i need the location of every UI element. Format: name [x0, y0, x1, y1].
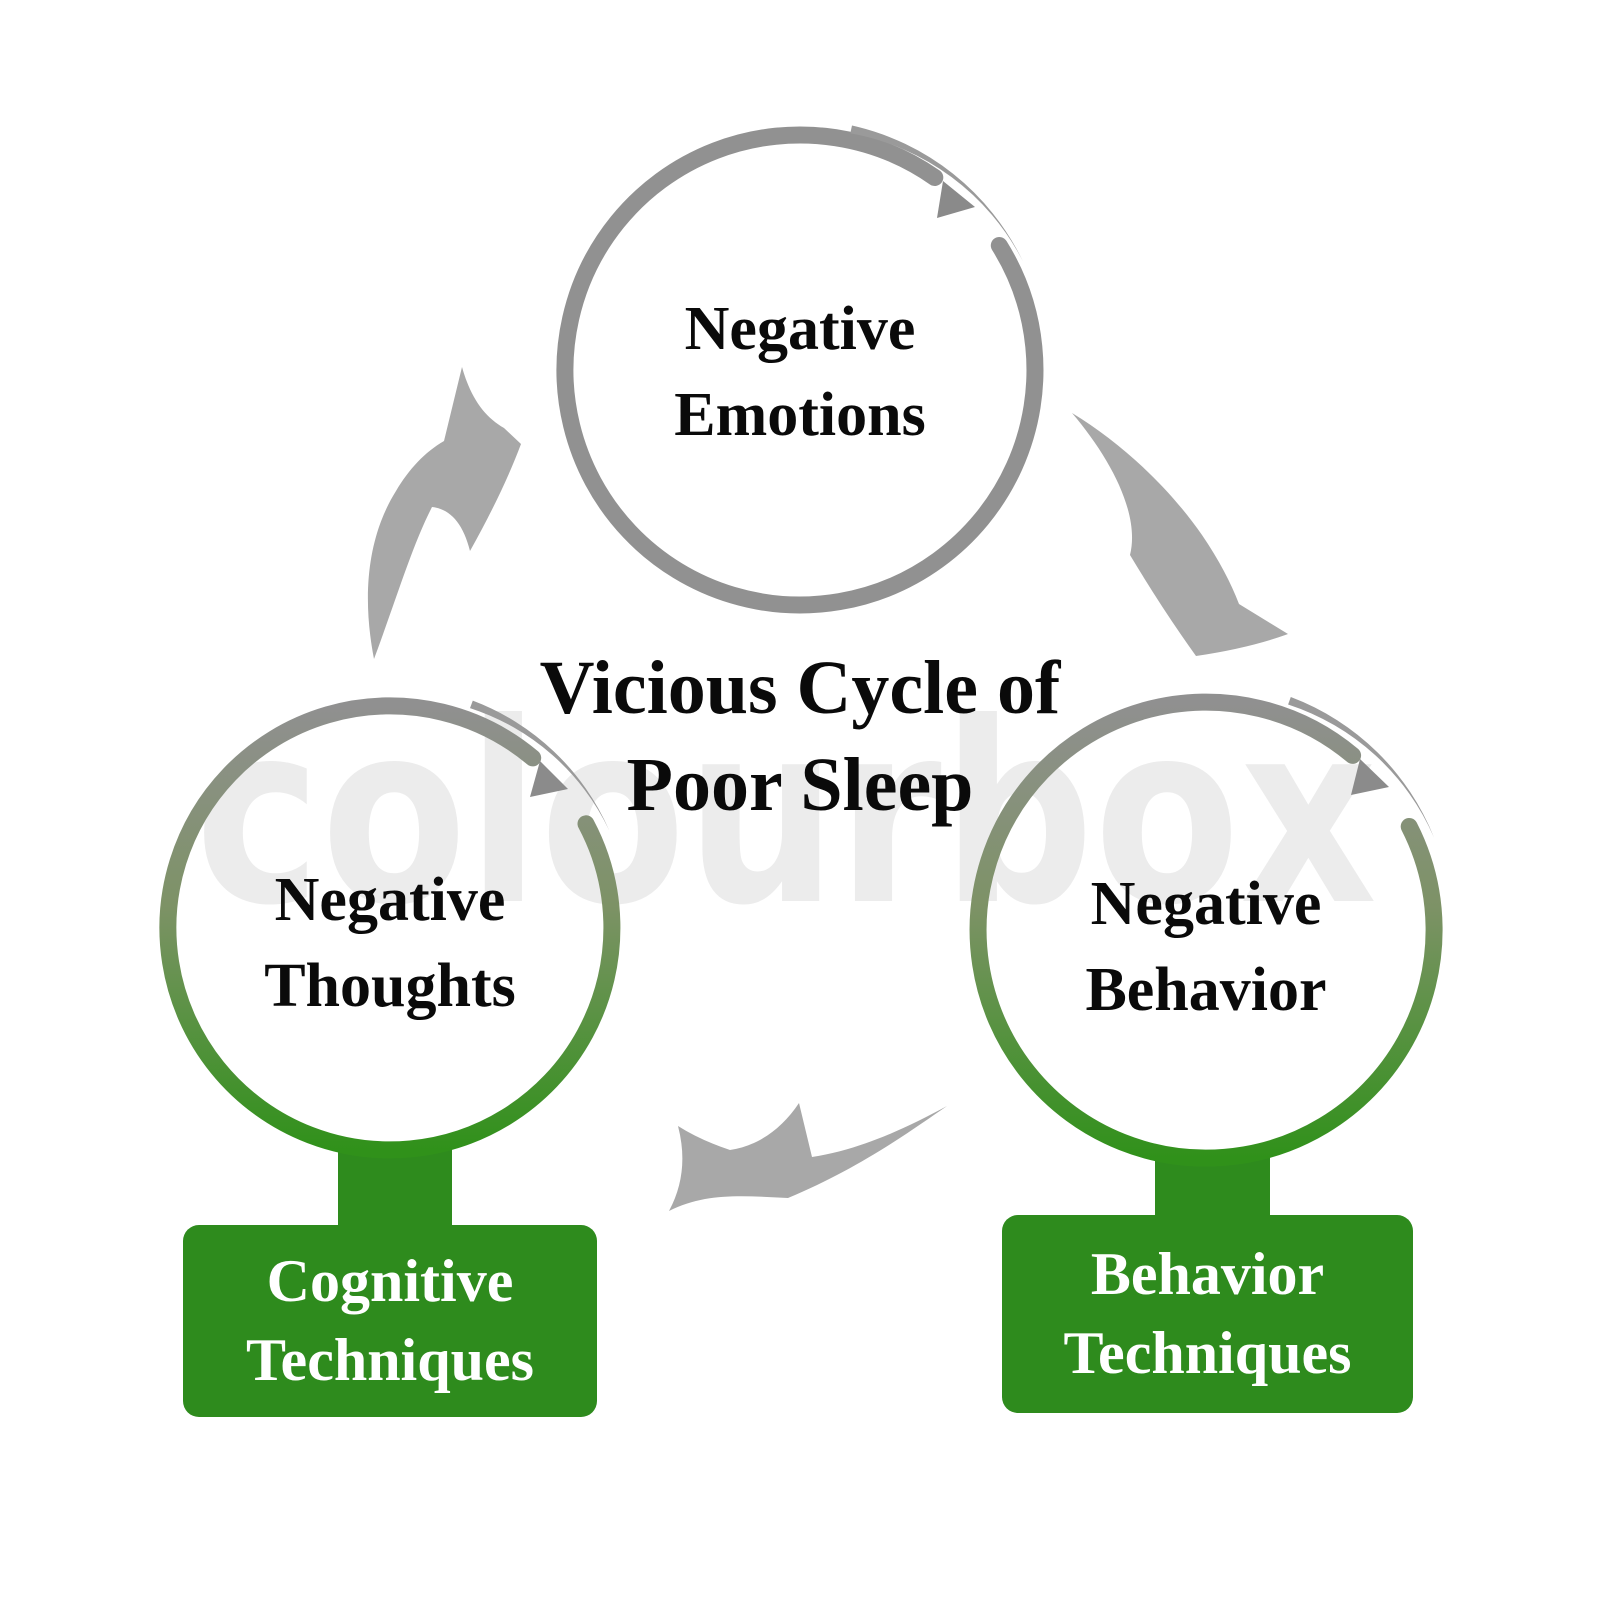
- behavior-circle-ring: [969, 693, 1443, 1167]
- emotions-circle-ring: [556, 126, 1044, 614]
- watermark: colourbox: [195, 669, 1378, 960]
- negative-behavior-line-1: Negative: [1090, 870, 1322, 938]
- thoughts-circle-ring: [159, 697, 621, 1159]
- node-negative-behavior-label: Negative Behavior: [956, 862, 1456, 1033]
- behavior-circle-brush-tip: [1351, 759, 1389, 795]
- cognitive-techniques-box: Cognitive Techniques: [183, 1225, 597, 1417]
- cognitive-techniques-line-2: Techniques: [246, 1327, 534, 1393]
- behavior-techniques-line-2: Techniques: [1063, 1320, 1352, 1386]
- node-negative-emotions-label: Negative Emotions: [550, 287, 1050, 458]
- cognitive-techniques-line-1: Cognitive: [266, 1247, 514, 1314]
- behavior-techniques-box: Behavior Techniques: [1002, 1215, 1413, 1413]
- thoughts-circle-brush-tip: [530, 761, 568, 797]
- arrow-thoughts-to-emotions: [367, 367, 521, 659]
- negative-behavior-line-2: Behavior: [1085, 955, 1327, 1024]
- arrow-emotions-to-behavior: [1072, 413, 1288, 656]
- title-line-1: Vicious Cycle of: [539, 646, 1061, 730]
- emotions-circle-brush-tip: [937, 181, 975, 218]
- negative-thoughts-line-2: Thoughts: [264, 951, 516, 1020]
- arrow-behavior-to-thoughts: [669, 1103, 947, 1211]
- title-line-2: Poor Sleep: [626, 743, 974, 828]
- negative-emotions-line-1: Negative: [684, 295, 916, 363]
- negative-thoughts-line-1: Negative: [274, 866, 506, 934]
- node-negative-thoughts-label: Negative Thoughts: [140, 858, 640, 1029]
- behavior-techniques-line-1: Behavior: [1090, 1240, 1325, 1307]
- negative-emotions-line-2: Emotions: [674, 380, 926, 449]
- diagram-title: Vicious Cycle of Poor Sleep: [400, 640, 1200, 835]
